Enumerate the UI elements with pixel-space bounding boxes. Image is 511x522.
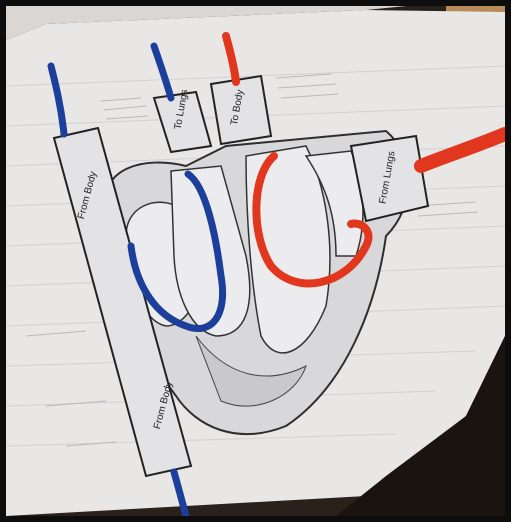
heart-diagram-photo: To Lungs To Body From Lungs From Body Fr… (6, 6, 505, 516)
photo-svg: To Lungs To Body From Lungs From Body Fr… (6, 6, 505, 516)
